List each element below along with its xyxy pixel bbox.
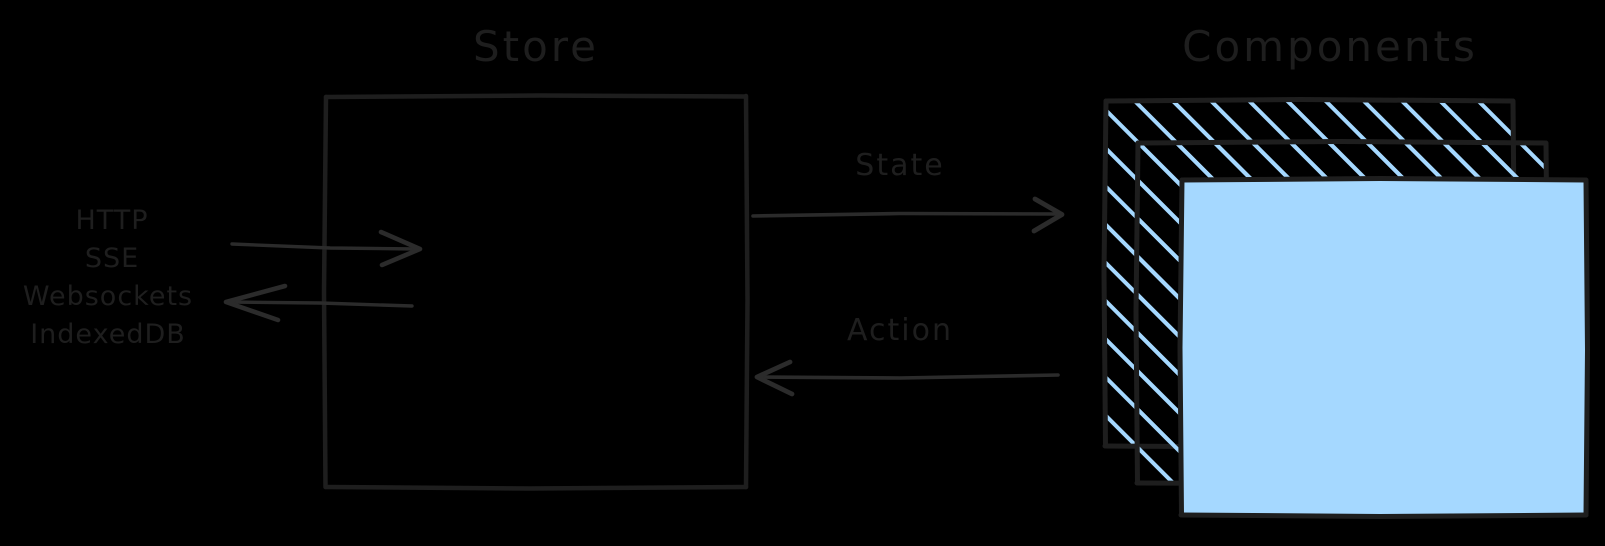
store-box-top-edge	[323, 93, 748, 100]
store-box-left-edge	[321, 94, 329, 490]
component-box-back-top-edge	[1103, 97, 1515, 104]
component-box-back-left-edge	[1101, 98, 1109, 449]
outbound-arrow-head	[223, 283, 288, 323]
inbound-arrow-to-store	[230, 229, 423, 268]
component-box-middle-top-edge	[1135, 139, 1548, 146]
source-label-sse: SSE	[84, 243, 140, 274]
components-title: Components	[1182, 22, 1478, 71]
component-box-front-fill	[1181, 180, 1586, 515]
outbound-arrow-from-store	[223, 283, 414, 323]
source-label-websockets: Websockets	[22, 281, 194, 312]
inbound-arrow-head	[378, 229, 423, 268]
component-box-front-bottom-edge	[1178, 512, 1589, 519]
inbound-arrow-shaft	[230, 242, 420, 251]
store-title: Store	[472, 22, 599, 71]
outbound-arrow-shaft	[226, 300, 414, 308]
state-arrow-head	[1031, 196, 1065, 234]
component-box-front-left-edge	[1177, 177, 1185, 518]
source-label-http: HTTP	[75, 205, 149, 236]
state-arrow-shaft	[751, 211, 1060, 218]
store-box-bottom-edge	[323, 484, 749, 491]
component-box-middle-left-edge	[1133, 140, 1141, 486]
store-box-right-edge	[743, 93, 750, 490]
action-arrow-shaft	[758, 373, 1060, 380]
component-box-front	[1177, 176, 1590, 519]
store-box	[321, 93, 750, 491]
action-arrow-head	[754, 359, 795, 397]
source-label-indexeddb: IndexedDB	[30, 319, 186, 350]
component-box-front-top-edge	[1179, 176, 1588, 183]
arrow-label-state: State	[855, 148, 945, 183]
state-arrow	[751, 196, 1065, 234]
action-arrow	[754, 359, 1060, 397]
component-box-front-right-edge	[1583, 177, 1590, 518]
arrow-label-action: Action	[847, 313, 953, 348]
